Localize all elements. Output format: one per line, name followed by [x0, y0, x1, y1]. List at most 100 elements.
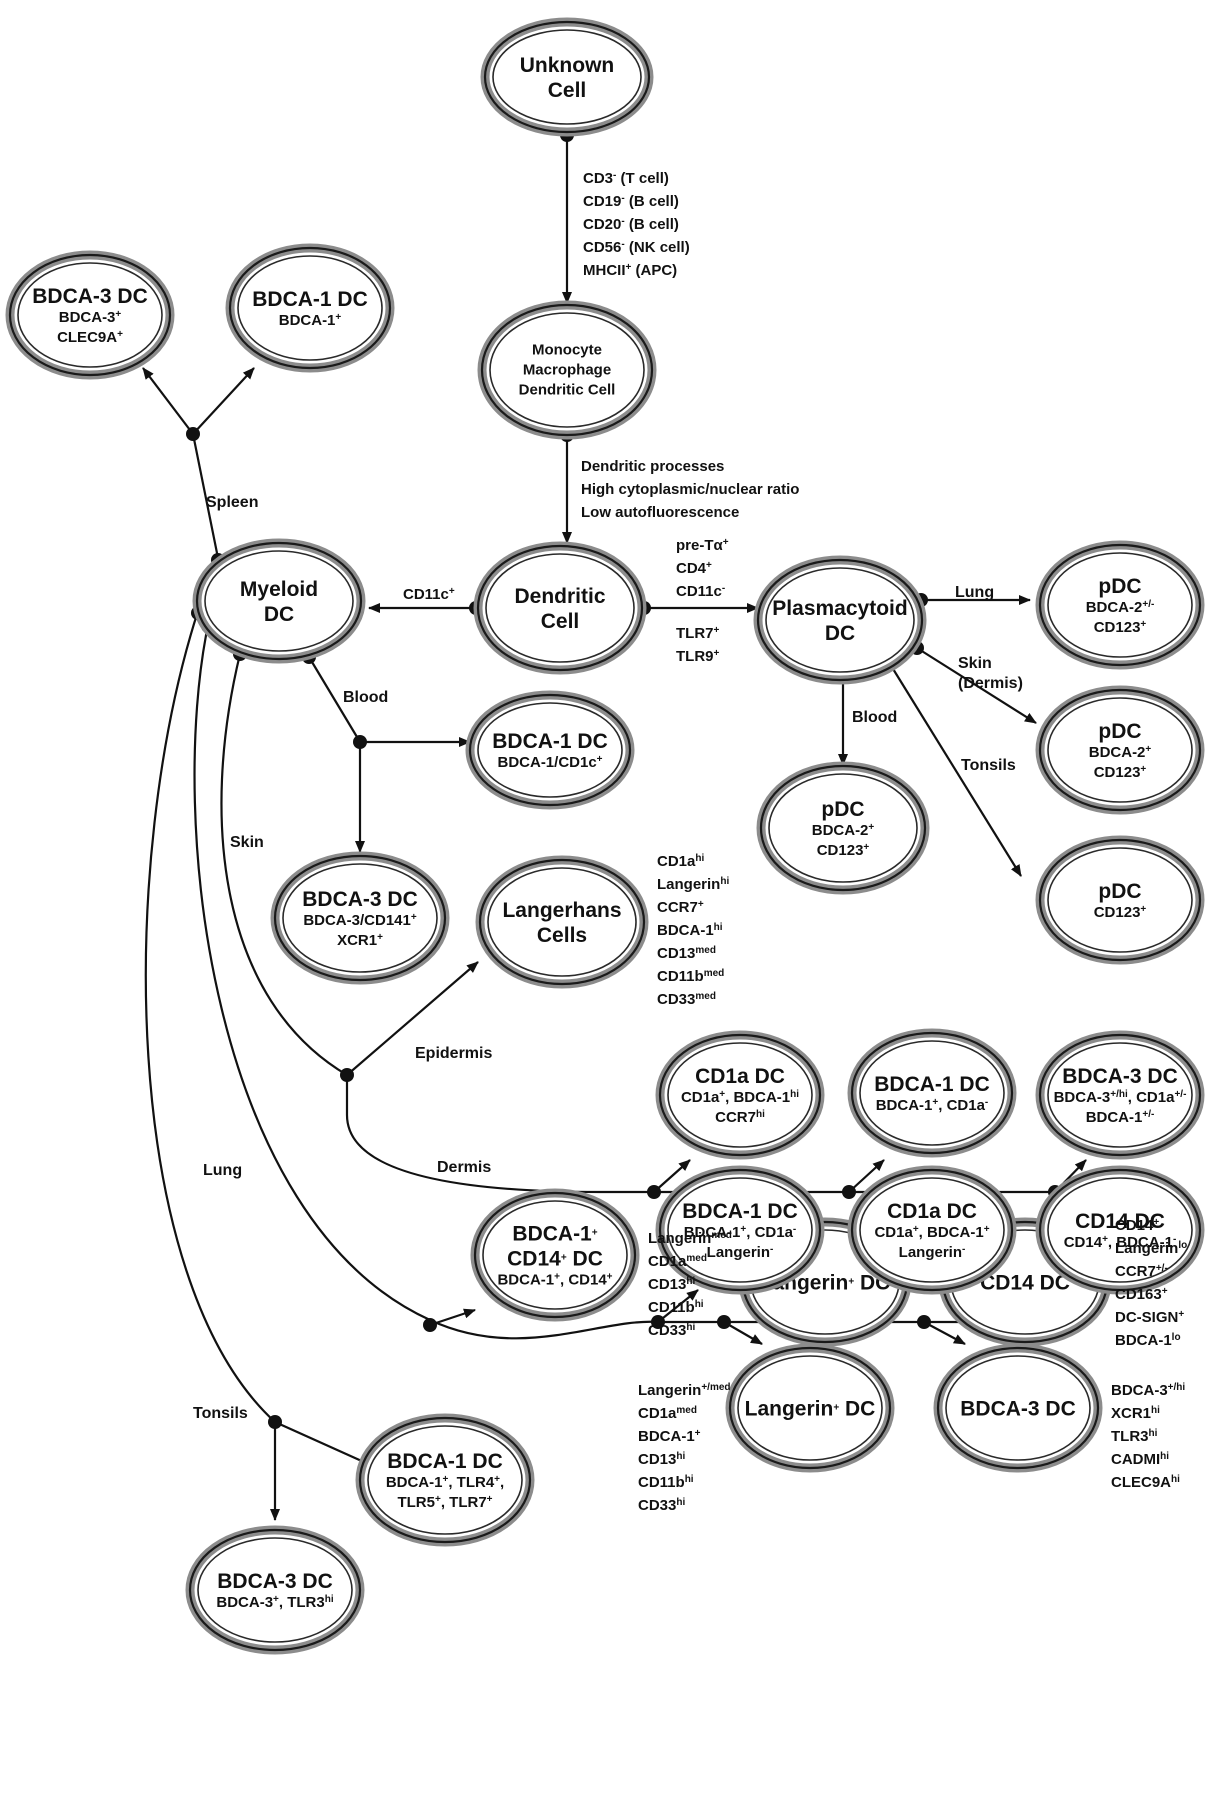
skin-label: Skin	[230, 834, 264, 851]
pdc-tonsils-label: Tonsils	[961, 757, 1016, 774]
label-line: XCR1hi	[1111, 1405, 1160, 1423]
cell-inner-ring	[17, 262, 163, 368]
label-line: Lung	[203, 1162, 242, 1179]
cell-inner-ring	[765, 567, 915, 673]
cell-name: BDCA-3 DC	[1062, 1065, 1178, 1088]
label-line: BDCA-3+/hi	[1111, 1382, 1185, 1400]
unknown-markers: CD3- (T cell)CD19- (B cell)CD20- (B cell…	[583, 170, 690, 280]
cell-marker: Langerin-	[707, 1244, 774, 1262]
label-line: CD1ahi	[657, 853, 704, 871]
cell-name: CD14 DC	[980, 1272, 1070, 1295]
cell-name: pDC	[1098, 720, 1141, 743]
cell-name: BDCA-3 DC	[302, 888, 418, 911]
label-line: TLR3hi	[1111, 1428, 1158, 1446]
cell-name: Plasmacytoid	[772, 597, 907, 620]
cell-marker: BDCA-2+	[812, 822, 875, 840]
label-line: Tonsils	[961, 757, 1016, 774]
label-line: CD3- (T cell)	[583, 170, 669, 188]
edge-myeloid-blood	[308, 656, 361, 743]
cell-marker: BDCA-1+, CD14+	[497, 1271, 612, 1289]
cell-name: BDCA-3 DC	[32, 285, 148, 308]
label-line: Lung	[955, 584, 994, 601]
edge-tonsils-bdca1	[274, 1420, 376, 1469]
cell-name: pDC	[821, 798, 864, 821]
cell-inner-ring	[487, 867, 637, 977]
cell-inner-ring	[477, 702, 623, 798]
label-line: Low autofluorescence	[581, 504, 739, 521]
cell-name: Langerhans	[502, 899, 621, 922]
label-line: BDCA-1lo	[1115, 1332, 1181, 1350]
label-line: BDCA-1+	[638, 1428, 701, 1446]
cell-inner-ring	[859, 1177, 1005, 1283]
cell-inner-ring	[492, 29, 642, 125]
label-line: CD11bmed	[657, 968, 724, 986]
label-line: CD11bhi	[648, 1299, 704, 1317]
cell-ring	[850, 1031, 1014, 1155]
edge-spleen-bdca1	[192, 367, 255, 435]
cell-inner-ring	[1047, 1177, 1193, 1283]
junction-dot	[651, 1315, 665, 1329]
junction-dot	[186, 427, 200, 441]
node-lung-langerin-dc: Langerin+ DC	[725, 1343, 895, 1473]
label-line: MHCII+ (APC)	[583, 262, 677, 280]
cell-inner-ring	[197, 1537, 353, 1643]
label-line: Dermis	[437, 1159, 491, 1176]
junction-dot	[842, 1185, 856, 1199]
cell-marker: BDCA-1+, CD1a-	[876, 1097, 989, 1115]
cell-marker: CD14+, BDCA-1-	[1064, 1234, 1177, 1252]
pdc-blood-label: Blood	[852, 709, 897, 726]
cell-marker: BDCA-1+/-	[1086, 1109, 1155, 1127]
edge-skin-langerhans	[346, 961, 479, 1076]
edge-lung-bdca3	[923, 1321, 966, 1345]
label-line: CD56- (NK cell)	[583, 239, 690, 257]
edge-myeloid-spleen	[191, 433, 220, 559]
cell-marker: Langerin-	[899, 1244, 966, 1262]
cell-inner-ring	[667, 1177, 813, 1283]
cell-inner-ring	[485, 553, 635, 663]
cell-name: BDCA-1 DC	[387, 1450, 503, 1473]
tonsils-label: Tonsils	[193, 1405, 248, 1422]
edge-pdc-tonsils	[889, 663, 1022, 877]
edge-myeloid-tonsils	[144, 610, 276, 1423]
cell-ring	[478, 858, 646, 986]
cell-inner-ring	[282, 863, 438, 973]
cell-name: CD14 DC	[1075, 1210, 1165, 1233]
label-line: CCR7+	[657, 899, 704, 917]
label-line: Tonsils	[193, 1405, 248, 1422]
cell-marker: BDCA-1+	[279, 312, 342, 330]
edge-spleen-bdca3	[142, 367, 194, 435]
cell-marker: BDCA-3+	[59, 309, 122, 327]
cell-inner-ring	[1047, 552, 1193, 658]
label-line: CD11c-	[676, 583, 725, 601]
cell-ring	[476, 544, 644, 672]
cell-inner-ring	[667, 1042, 813, 1148]
cell-marker: CCR7hi	[715, 1109, 765, 1127]
cell-inner-ring	[1047, 847, 1193, 953]
cell-marker: XCR1+	[337, 932, 383, 950]
cell-marker: CD123+	[817, 842, 870, 860]
cell-marker: Monocyte	[532, 342, 602, 359]
cell-inner-ring	[237, 255, 383, 361]
cell-marker: BDCA-1+, TLR4+,	[386, 1474, 504, 1492]
label-line: Langerinlo	[1115, 1240, 1187, 1258]
lung-label: Lung	[203, 1162, 242, 1179]
cell-name: Cells	[537, 924, 587, 947]
cell-marker: BDCA-1/CD1c+	[497, 754, 602, 772]
cd11c-label: CD11c+	[403, 586, 455, 604]
label-line: CD11bhi	[638, 1474, 694, 1492]
epidermis-label: Epidermis	[415, 1045, 492, 1062]
label-line: CD163+	[1115, 1286, 1168, 1304]
